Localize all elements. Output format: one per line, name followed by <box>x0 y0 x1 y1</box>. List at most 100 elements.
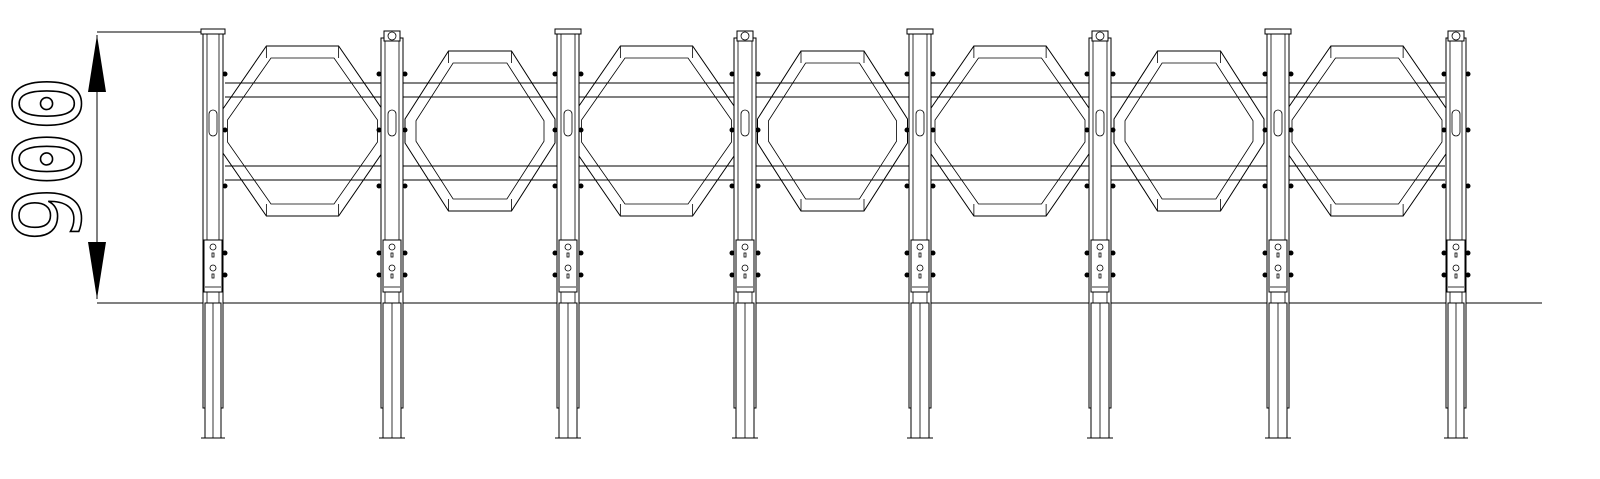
bolt-icon <box>904 272 910 278</box>
bolt-icon <box>904 71 910 77</box>
post-cap-icon <box>1091 30 1109 42</box>
bolt-icon <box>376 71 382 77</box>
bolt-icon <box>1110 250 1116 256</box>
dimension-label: 900 <box>0 76 102 242</box>
bolt-icon <box>755 71 761 77</box>
bolt-icon <box>904 250 910 256</box>
bolt-icon <box>729 71 735 77</box>
bolt-icon <box>1465 127 1471 133</box>
bolt-icon <box>755 127 761 133</box>
bolt-icon <box>578 71 584 77</box>
post-bracket <box>1446 239 1466 293</box>
bolt-icon <box>729 127 735 133</box>
bolt-icon <box>1441 250 1447 256</box>
bolt-icon <box>376 272 382 278</box>
dimension-line <box>88 35 106 299</box>
bolt-icon <box>402 250 408 256</box>
bolt-icon <box>222 127 228 133</box>
bolt-icon <box>1084 272 1090 278</box>
bolt-icon <box>930 183 936 189</box>
hex-panel-2 <box>404 50 556 212</box>
bolt-icon <box>1441 71 1447 77</box>
bolt-icon <box>1441 183 1447 189</box>
hex-panel-5 <box>923 45 1097 217</box>
bolt-icon <box>1262 272 1268 278</box>
bolt-icon <box>222 272 228 278</box>
bolt-icon <box>1288 71 1294 77</box>
post-8 <box>1441 30 1471 439</box>
bolt-icon <box>552 272 558 278</box>
bolt-icon <box>904 183 910 189</box>
bolt-icon <box>1084 127 1090 133</box>
bolt-icon <box>552 183 558 189</box>
arrow-up-icon <box>88 35 106 92</box>
post-bracket <box>910 239 930 293</box>
bolt-icon <box>578 250 584 256</box>
bolt-icon <box>578 127 584 133</box>
bolt-icon <box>402 183 408 189</box>
bolt-icon <box>1288 272 1294 278</box>
bolt-icon <box>755 250 761 256</box>
bolt-icon <box>402 272 408 278</box>
bolt-icon <box>930 272 936 278</box>
bolt-icon <box>552 250 558 256</box>
post-7 <box>1262 28 1294 439</box>
bolt-icon <box>755 272 761 278</box>
bolt-icon <box>376 250 382 256</box>
bolt-icon <box>222 183 228 189</box>
bolt-icon <box>1465 250 1471 256</box>
bolt-icon <box>1262 250 1268 256</box>
bolt-icon <box>1262 127 1268 133</box>
bolt-icon <box>755 183 761 189</box>
bolt-icon <box>1110 71 1116 77</box>
bolt-icon <box>1084 183 1090 189</box>
post-bracket <box>558 239 578 293</box>
post-bracket <box>1268 239 1288 293</box>
posts <box>200 28 1471 439</box>
bolt-icon <box>930 127 936 133</box>
bolt-icon <box>376 183 382 189</box>
post-bracket <box>1090 239 1110 293</box>
post-cap-icon <box>383 30 401 42</box>
bolt-icon <box>1110 183 1116 189</box>
post-bracket <box>203 239 223 293</box>
hex-panels <box>216 45 1454 217</box>
bolt-icon <box>1465 272 1471 278</box>
bolt-icon <box>1110 127 1116 133</box>
bolt-icon <box>552 71 558 77</box>
bolt-icon <box>930 71 936 77</box>
bolt-icon <box>729 250 735 256</box>
hex-panel-7 <box>1280 45 1454 217</box>
bolt-icon <box>729 272 735 278</box>
bolt-icon <box>578 183 584 189</box>
post-5 <box>904 28 936 439</box>
bolt-icon <box>222 250 228 256</box>
hex-panel-4 <box>757 50 908 212</box>
bolt-icon <box>1288 127 1294 133</box>
post-4 <box>729 30 761 439</box>
bolt-icon <box>1288 250 1294 256</box>
bolt-icon <box>1262 71 1268 77</box>
post-1 <box>200 28 228 439</box>
post-cap-icon <box>1447 30 1465 42</box>
hex-panel-1 <box>216 45 389 217</box>
bolt-icon <box>1465 71 1471 77</box>
bolt-icon <box>1288 183 1294 189</box>
bolt-icon <box>1441 127 1447 133</box>
bolt-icon <box>1110 272 1116 278</box>
bolt-icon <box>904 127 910 133</box>
post-2 <box>376 30 408 439</box>
post-cap-icon <box>736 30 754 42</box>
bolt-icon <box>402 71 408 77</box>
bolt-icon <box>402 127 408 133</box>
post-bracket <box>735 239 755 293</box>
post-6 <box>1084 30 1116 439</box>
bolt-icon <box>222 71 228 77</box>
bolt-icon <box>1084 71 1090 77</box>
bolt-icon <box>552 127 558 133</box>
bolt-icon <box>1084 250 1090 256</box>
bolt-icon <box>376 127 382 133</box>
bolt-icon <box>930 250 936 256</box>
bolt-icon <box>729 183 735 189</box>
